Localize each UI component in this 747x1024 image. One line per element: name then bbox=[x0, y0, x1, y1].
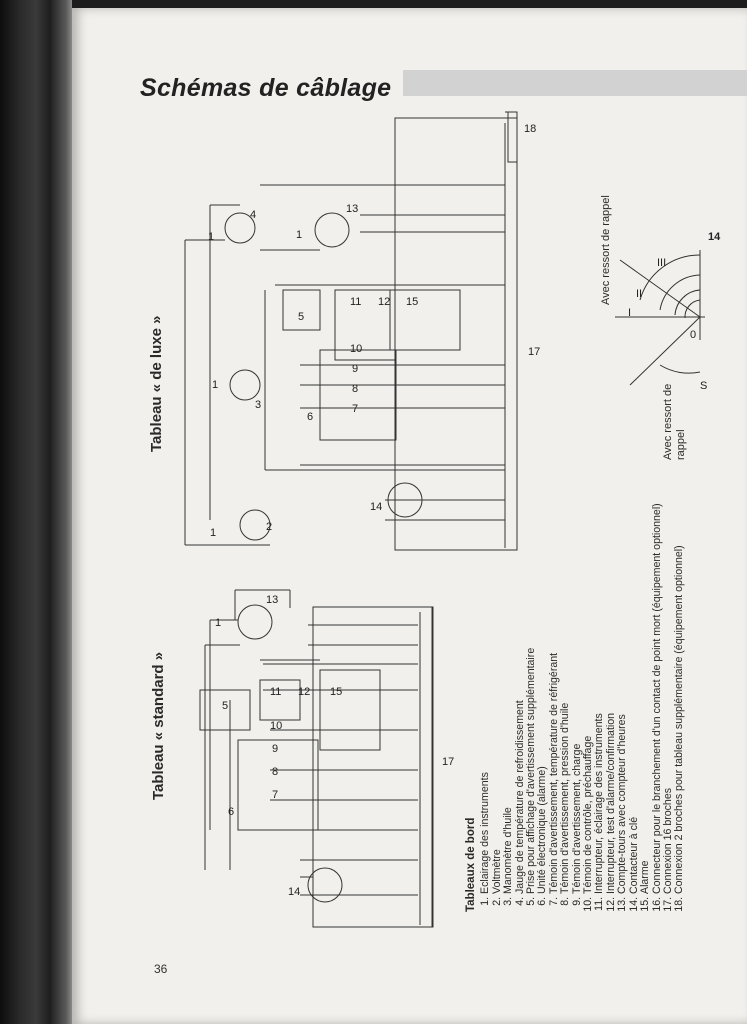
luxe-num-2: 2 bbox=[266, 521, 272, 533]
std-num-11: 11 bbox=[270, 686, 281, 698]
luxe-num-17: 17 bbox=[528, 346, 540, 358]
std-num-7: 7 bbox=[272, 789, 278, 801]
page-number: 36 bbox=[154, 962, 168, 976]
luxe-num-13: 13 bbox=[346, 203, 358, 215]
key-switch-labels: 0 I II III S 14 bbox=[628, 231, 721, 392]
luxe-num-18: 18 bbox=[524, 123, 536, 135]
luxe-component-numbers: 14 1 2 6 7 8 9 10 5 11 12 15 1 3 1 4 1 1… bbox=[208, 123, 540, 539]
luxe-num-10: 10 bbox=[350, 343, 362, 355]
luxe-num-15: 15 bbox=[406, 296, 418, 308]
luxe-num-5: 5 bbox=[298, 311, 304, 323]
luxe-num-4: 4 bbox=[250, 209, 256, 221]
luxe-num-1d: 1 bbox=[296, 229, 302, 241]
std-num-14: 14 bbox=[288, 886, 300, 898]
luxe-num-7: 7 bbox=[352, 403, 358, 415]
std-num-13: 13 bbox=[266, 594, 278, 606]
std-num-10: 10 bbox=[270, 720, 282, 732]
standard-component-numbers: 14 6 7 8 9 10 5 11 12 15 1 13 17 bbox=[215, 594, 454, 898]
key-num-14: 14 bbox=[708, 231, 721, 243]
luxe-num-14: 14 bbox=[370, 501, 382, 513]
title-rule bbox=[403, 70, 747, 96]
key-switch-diagram bbox=[615, 250, 705, 386]
luxe-num-9: 9 bbox=[352, 363, 358, 375]
std-num-9: 9 bbox=[272, 743, 278, 755]
key-pos-III: III bbox=[657, 257, 666, 269]
key-pos-S: S bbox=[700, 380, 707, 392]
key-pos-II: II bbox=[636, 288, 642, 300]
luxe-num-1b: 1 bbox=[212, 379, 218, 391]
key-pos-0: 0 bbox=[690, 329, 696, 341]
std-num-5: 5 bbox=[222, 700, 228, 712]
std-num-6: 6 bbox=[228, 806, 234, 818]
std-num-8: 8 bbox=[272, 766, 278, 778]
luxe-num-8: 8 bbox=[352, 383, 358, 395]
std-num-17: 17 bbox=[442, 756, 454, 768]
key-pos-I: I bbox=[628, 307, 631, 319]
std-num-15: 15 bbox=[330, 686, 342, 698]
std-num-1: 1 bbox=[215, 617, 221, 629]
standard-wiring bbox=[199, 589, 434, 928]
page-title: Schémas de câblage bbox=[140, 74, 392, 102]
luxe-num-6: 6 bbox=[307, 411, 313, 423]
luxe-num-1a: 1 bbox=[210, 527, 216, 539]
luxe-num-12: 12 bbox=[378, 296, 390, 308]
luxe-num-11: 11 bbox=[350, 296, 361, 308]
luxe-num-3: 3 bbox=[255, 399, 261, 411]
luxe-num-1c: 1 bbox=[208, 231, 214, 243]
luxe-wiring bbox=[184, 111, 518, 551]
binder-edge bbox=[0, 0, 72, 1024]
std-num-12: 12 bbox=[298, 686, 310, 698]
